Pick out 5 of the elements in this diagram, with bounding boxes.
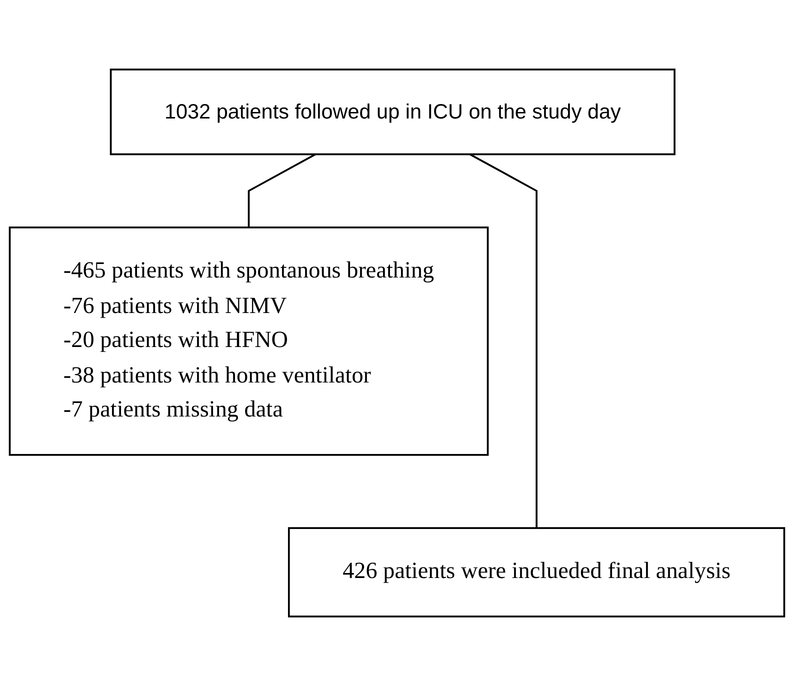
- node-box: -465 patients with spontanous breathing -76 patients with NIMV -20 patients with HFNO -38 patients with home ventilator -7 patients missing data: [8, 226, 489, 456]
- node-box: 426 patients were inclueded final analysis: [288, 527, 786, 618]
- connector: [469, 153, 538, 528]
- node-box: 1032 patients followed up in ICU on the study day: [110, 68, 676, 156]
- connector: [248, 153, 316, 228]
